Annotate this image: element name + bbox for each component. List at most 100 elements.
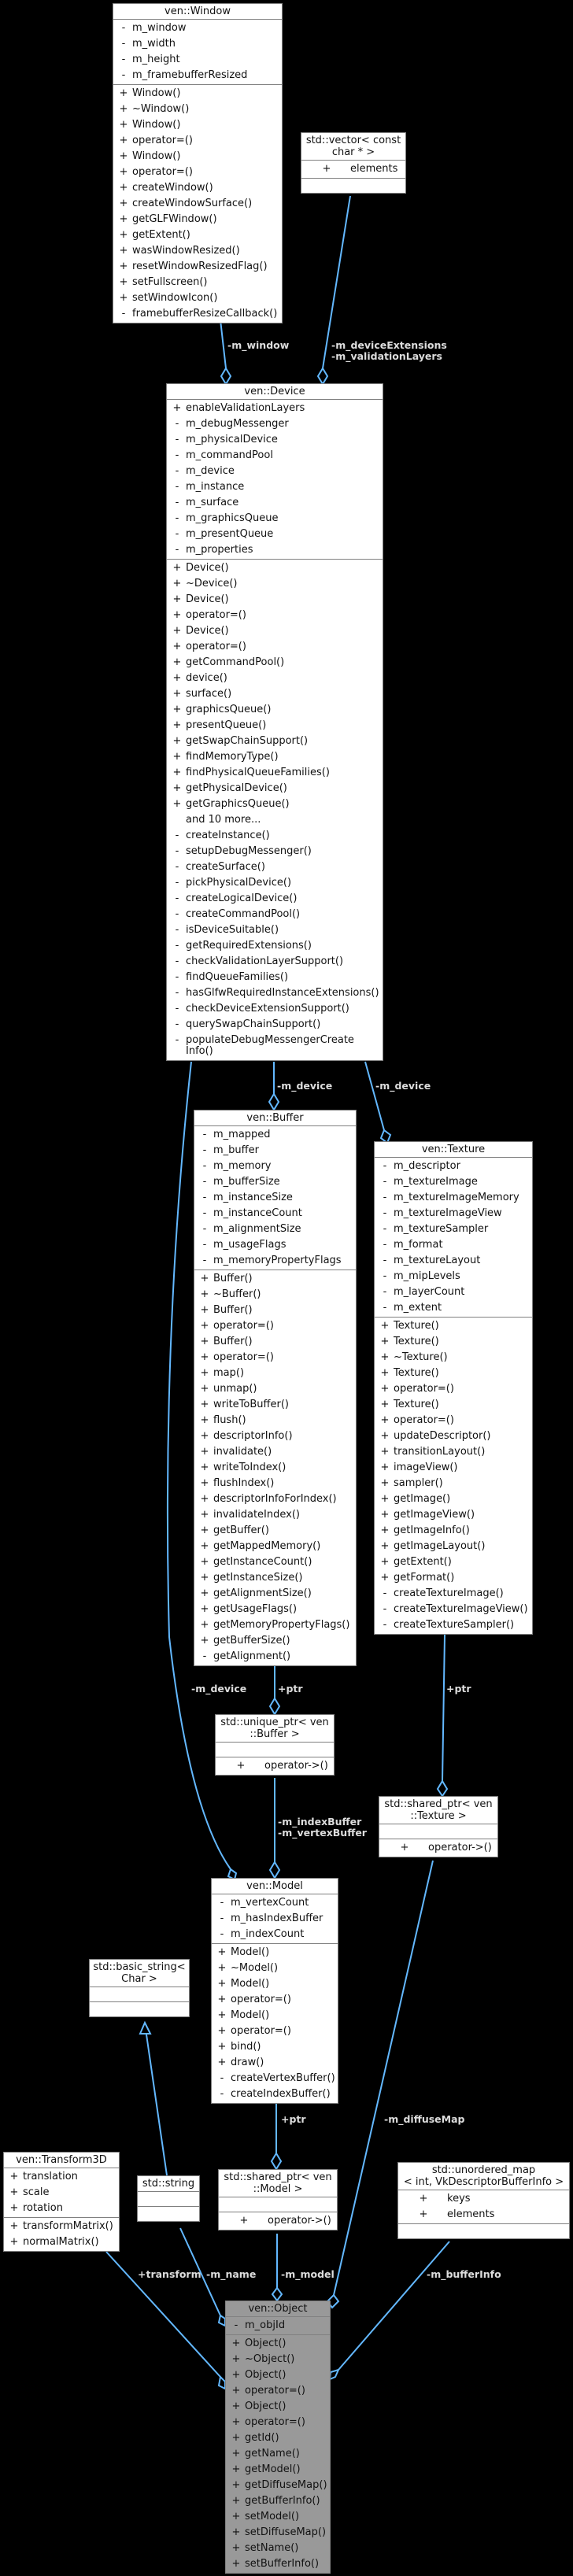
method-row[interactable]: +getAlignmentSize(): [194, 1586, 356, 1602]
method-row[interactable]: +Buffer(): [194, 1303, 356, 1318]
method-row[interactable]: +Texture(): [375, 1334, 532, 1350]
class-title[interactable]: std::vector< const char * >: [301, 133, 405, 161]
attribute-row[interactable]: -m_instanceSize: [194, 1190, 356, 1206]
attribute-row[interactable]: +elements: [398, 2207, 569, 2223]
method-row[interactable]: +operator=(): [113, 164, 282, 180]
attribute-row[interactable]: -m_framebufferResized: [113, 68, 282, 83]
class-box-object[interactable]: ven::Object-m_objId+Object()+~Object()+O…: [225, 2301, 331, 2574]
attribute-row[interactable]: -m_instance: [167, 479, 383, 495]
method-row[interactable]: +operator=(): [226, 2383, 330, 2399]
class-title[interactable]: ven::Window: [113, 4, 282, 20]
method-row[interactable]: -findQueueFamilies(): [167, 970, 383, 985]
class-box-device[interactable]: ven::Device+enableValidationLayers-m_deb…: [166, 383, 383, 1061]
method-row[interactable]: -createLogicalDevice(): [167, 891, 383, 907]
method-row[interactable]: +operator=(): [375, 1413, 532, 1428]
class-title[interactable]: std::shared_ptr< ven ::Texture >: [379, 1797, 497, 1824]
method-row[interactable]: +Buffer(): [194, 1334, 356, 1350]
method-row[interactable]: +operator=(): [212, 2023, 338, 2039]
attribute-row[interactable]: -m_format: [375, 1237, 532, 1253]
method-row[interactable]: +setDiffuseMap(): [226, 2525, 330, 2541]
method-row[interactable]: -createCommandPool(): [167, 907, 383, 922]
method-row[interactable]: -createInstance(): [167, 828, 383, 844]
method-row[interactable]: +Model(): [212, 1976, 338, 1992]
method-row[interactable]: +imageView(): [375, 1460, 532, 1476]
class-title[interactable]: std::unique_ptr< ven ::Buffer >: [216, 1715, 334, 1743]
class-box-shared-ptr-model[interactable]: std::shared_ptr< ven ::Model >+operator-…: [218, 2169, 338, 2230]
attribute-row[interactable]: -m_mapped: [194, 1127, 356, 1143]
class-title[interactable]: ven::Device: [167, 384, 383, 400]
method-row[interactable]: +flush(): [194, 1413, 356, 1428]
method-row[interactable]: +getId(): [226, 2430, 330, 2446]
attribute-row[interactable]: -m_width: [113, 36, 282, 52]
attribute-row[interactable]: -m_indexCount: [212, 1927, 338, 1942]
method-row[interactable]: +setWindowIcon(): [113, 290, 282, 306]
method-row[interactable]: +getInstanceSize(): [194, 1570, 356, 1586]
method-row[interactable]: +wasWindowResized(): [113, 243, 282, 259]
method-row[interactable]: +findPhysicalQueueFamilies(): [167, 765, 383, 781]
method-row[interactable]: +getImageInfo(): [375, 1523, 532, 1539]
class-box-transform3d[interactable]: ven::Transform3D+translation+scale+rotat…: [3, 2152, 120, 2252]
method-row[interactable]: +Window(): [113, 86, 282, 102]
class-box-window[interactable]: ven::Window-m_window-m_width-m_height-m_…: [113, 3, 283, 323]
method-row[interactable]: +~Texture(): [375, 1350, 532, 1366]
method-row[interactable]: -hasGlfwRequiredInstanceExtensions(): [167, 985, 383, 1001]
method-row[interactable]: +invalidateIndex(): [194, 1507, 356, 1523]
class-box-unique-ptr-buffer[interactable]: std::unique_ptr< ven ::Buffer >+operator…: [215, 1714, 335, 1776]
attribute-row[interactable]: -m_height: [113, 52, 282, 68]
method-row[interactable]: +sampler(): [375, 1476, 532, 1491]
method-row[interactable]: +setBufferInfo(): [226, 2556, 330, 2572]
method-row[interactable]: +bind(): [212, 2039, 338, 2055]
method-row[interactable]: +descriptorInfo(): [194, 1428, 356, 1444]
method-row[interactable]: +~Model(): [212, 1961, 338, 1976]
method-row[interactable]: -framebufferResizeCallback(): [113, 306, 282, 322]
method-row[interactable]: -populateDebugMessengerCreate Info(): [167, 1033, 383, 1059]
method-row[interactable]: +operator=(): [113, 133, 282, 149]
method-row[interactable]: +invalidate(): [194, 1444, 356, 1460]
method-row[interactable]: +getBufferInfo(): [226, 2493, 330, 2509]
attribute-row[interactable]: -m_textureSampler: [375, 1221, 532, 1237]
method-row[interactable]: +setName(): [226, 2541, 330, 2556]
method-row[interactable]: +getName(): [226, 2446, 330, 2462]
attribute-row[interactable]: -m_memoryPropertyFlags: [194, 1253, 356, 1269]
method-row[interactable]: -getAlignment(): [194, 1649, 356, 1665]
method-row[interactable]: -createSurface(): [167, 859, 383, 875]
attribute-row[interactable]: -m_memory: [194, 1159, 356, 1174]
method-row[interactable]: +operator->(): [219, 2213, 337, 2229]
method-row[interactable]: +operator=(): [375, 1381, 532, 1397]
class-box-model[interactable]: ven::Model-m_vertexCount-m_hasIndexBuffe…: [211, 1878, 338, 2104]
method-row[interactable]: +resetWindowResizedFlag(): [113, 259, 282, 275]
method-row[interactable]: +Window(): [113, 117, 282, 133]
attribute-row[interactable]: -m_surface: [167, 495, 383, 511]
class-box-unordered-map[interactable]: std::unordered_map < int, VkDescriptorBu…: [397, 2162, 570, 2239]
method-row[interactable]: and 10 more...: [167, 812, 383, 828]
method-row[interactable]: +descriptorInfoForIndex(): [194, 1491, 356, 1507]
method-row[interactable]: +transitionLayout(): [375, 1444, 532, 1460]
class-box-string[interactable]: std::string: [137, 2175, 200, 2222]
method-row[interactable]: -createTextureImage(): [375, 1586, 532, 1602]
method-row[interactable]: +normalMatrix(): [4, 2234, 119, 2250]
method-row[interactable]: +~Buffer(): [194, 1287, 356, 1303]
method-row[interactable]: +draw(): [212, 2055, 338, 2071]
attribute-row[interactable]: -m_graphicsQueue: [167, 511, 383, 527]
method-row[interactable]: +getMappedMemory(): [194, 1539, 356, 1554]
method-row[interactable]: +device(): [167, 671, 383, 686]
attribute-row[interactable]: -m_window: [113, 20, 282, 36]
method-row[interactable]: +getGraphicsQueue(): [167, 796, 383, 812]
method-row[interactable]: +findMemoryType(): [167, 749, 383, 765]
method-row[interactable]: +getMemoryPropertyFlags(): [194, 1617, 356, 1633]
method-row[interactable]: +getSwapChainSupport(): [167, 734, 383, 749]
attribute-row[interactable]: -m_textureImage: [375, 1174, 532, 1190]
method-row[interactable]: +operator=(): [194, 1318, 356, 1334]
method-row[interactable]: +createWindowSurface(): [113, 196, 282, 212]
method-row[interactable]: +getModel(): [226, 2462, 330, 2478]
class-title[interactable]: ven::Transform3D: [4, 2153, 119, 2168]
attribute-row[interactable]: -m_buffer: [194, 1143, 356, 1159]
attribute-row[interactable]: +rotation: [4, 2201, 119, 2216]
attribute-row[interactable]: +elements: [301, 161, 405, 177]
method-row[interactable]: +Object(): [226, 2336, 330, 2352]
method-row[interactable]: +getImageLayout(): [375, 1539, 532, 1554]
method-row[interactable]: +transformMatrix(): [4, 2219, 119, 2234]
method-row[interactable]: +Buffer(): [194, 1271, 356, 1287]
attribute-row[interactable]: -m_usageFlags: [194, 1237, 356, 1253]
method-row[interactable]: +Device(): [167, 623, 383, 639]
